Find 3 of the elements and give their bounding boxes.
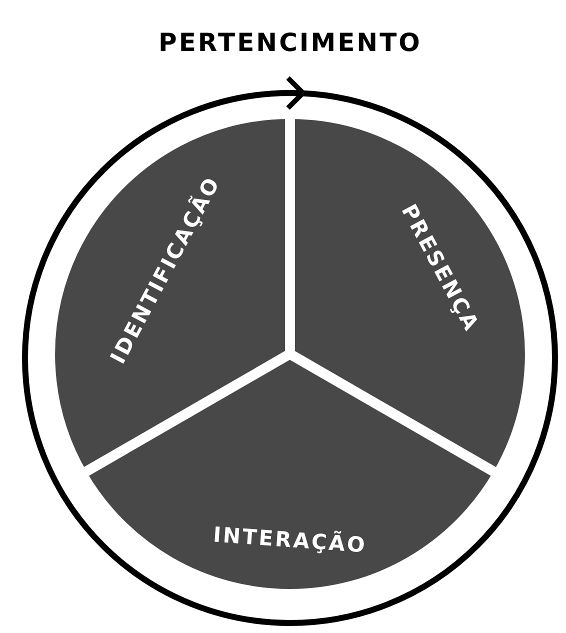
cycle-ring: [22, 90, 558, 626]
cycle-heading: PERTENCIMENTO: [158, 28, 422, 57]
segment-label: INTERAÇÃO: [212, 522, 368, 558]
